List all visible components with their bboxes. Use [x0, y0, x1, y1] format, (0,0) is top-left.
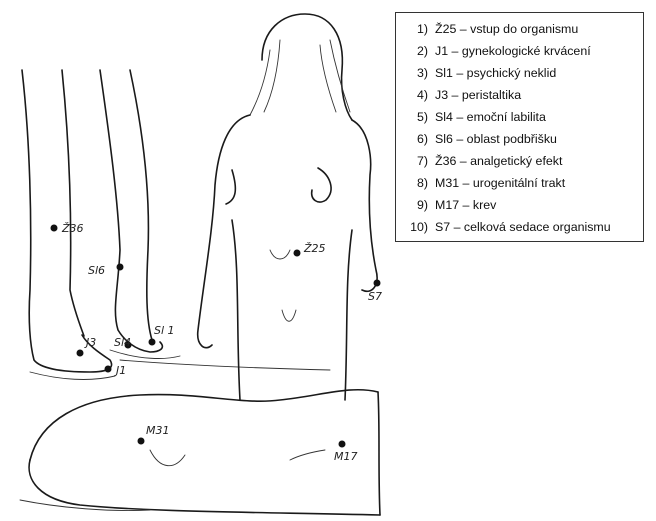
legend-item-text: Ž25 – vstup do organismu: [435, 22, 578, 36]
label-sl6: Sl6: [88, 264, 105, 277]
point-m31: [138, 438, 145, 445]
point-sl6: [117, 264, 124, 271]
legend-item-number: 6): [396, 128, 435, 150]
legend-item-number: 5): [396, 106, 435, 128]
label-s7: S7: [368, 290, 382, 303]
legend-item-number: 1): [396, 18, 435, 40]
legend-item-number: 3): [396, 62, 435, 84]
point-s7: [374, 280, 381, 287]
legend-item-number: 9): [396, 194, 435, 216]
label-z36: Ž36: [61, 222, 84, 235]
standing-figure-drawing: [198, 14, 377, 400]
legend-item: 3)Sl1 – psychický neklid: [396, 62, 643, 84]
point-m17: [339, 441, 346, 448]
legend-item: 1)Ž25 – vstup do organismu: [396, 18, 643, 40]
legend-item-number: 4): [396, 84, 435, 106]
legend-item-text: J1 – gynekologické krvácení: [435, 44, 591, 58]
label-z25: Ž25: [303, 242, 326, 255]
label-sl1: Sl 1: [154, 324, 175, 337]
legend-item-text: Sl4 – emoční labilita: [435, 110, 546, 124]
legend-item-text: Ž36 – analgetický efekt: [435, 154, 562, 168]
legend-item-number: 10): [396, 216, 435, 238]
legend-box: 1)Ž25 – vstup do organismu 2)J1 – gyneko…: [395, 12, 644, 242]
label-j1: J1: [114, 364, 126, 377]
label-m31: M31: [146, 424, 170, 437]
legend-item-text: S7 – celková sedace organismu: [435, 220, 611, 234]
legend-item: 10)S7 – celková sedace organismu: [396, 216, 643, 238]
point-j3: [77, 350, 84, 357]
legend-item-text: Sl1 – psychický neklid: [435, 66, 556, 80]
point-z36: [51, 225, 58, 232]
point-z25: [294, 250, 301, 257]
legend-item: 7)Ž36 – analgetický efekt: [396, 150, 643, 172]
label-sl4: Sl4: [114, 336, 131, 349]
legend-item: 4)J3 – peristaltika: [396, 84, 643, 106]
legend-item: 5)Sl4 – emoční labilita: [396, 106, 643, 128]
legend-item-text: M31 – urogenitální trakt: [435, 176, 565, 190]
legend-item-text: J3 – peristaltika: [435, 88, 521, 102]
legend-item-text: M17 – krev: [435, 198, 496, 212]
legend-item-number: 7): [396, 150, 435, 172]
legend-item: 6)Sl6 – oblast podbřišku: [396, 128, 643, 150]
label-m17: M17: [334, 450, 358, 463]
point-j1: [105, 366, 112, 373]
legend-item: 9)M17 – krev: [396, 194, 643, 216]
legend-item-number: 2): [396, 40, 435, 62]
legend-item-number: 8): [396, 172, 435, 194]
reclining-figure-drawing: [20, 390, 380, 515]
point-sl1: [149, 339, 156, 346]
legend-list: 1)Ž25 – vstup do organismu 2)J1 – gyneko…: [396, 18, 643, 238]
legend-item: 8)M31 – urogenitální trakt: [396, 172, 643, 194]
label-j3: J3: [84, 336, 96, 349]
legend-item: 2)J1 – gynekologické krvácení: [396, 40, 643, 62]
legend-item-text: Sl6 – oblast podbřišku: [435, 132, 557, 146]
